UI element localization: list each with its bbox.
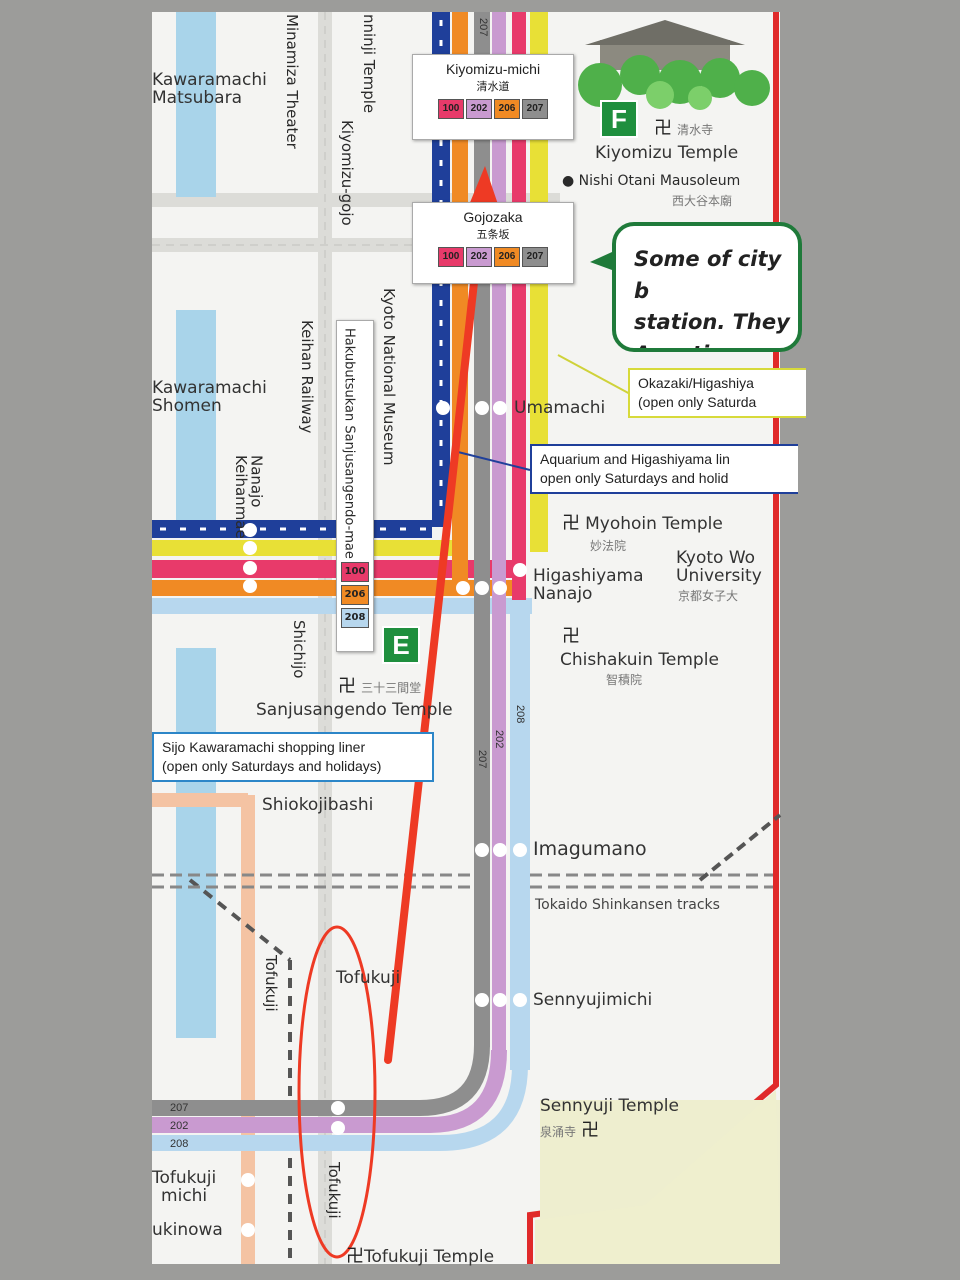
route-label: 208 bbox=[514, 705, 526, 724]
label-kiyomizu-gojo: Kiyomizu-gojo bbox=[337, 120, 356, 226]
route-label: 202 bbox=[493, 730, 505, 749]
poi-nishi-otani-text: Nishi Otani Mausoleum bbox=[578, 173, 741, 189]
speech-bubble: Some of city b station. They Avantimae. bbox=[612, 222, 802, 352]
jr-line bbox=[698, 813, 782, 882]
label-minamiza: Minamiza Theater bbox=[282, 14, 301, 149]
poi-kiyomizu-temple: Kiyomizu Temple bbox=[595, 143, 739, 163]
temple-icon: 卍 bbox=[562, 513, 580, 534]
temple-icon: 卍 bbox=[346, 1246, 364, 1267]
poi-myohoin: 卍 Myohoin Temple bbox=[562, 513, 723, 534]
route-label: 207 bbox=[476, 750, 488, 769]
route-label: 207 bbox=[477, 18, 489, 37]
label-keihan-railway: Keihan Railway bbox=[297, 320, 316, 434]
stop-card-name-jp: 五条坂 bbox=[476, 229, 510, 241]
route-badge: 206 bbox=[494, 99, 520, 119]
poi-kiyomizu-jp: 卍 清水寺 bbox=[654, 118, 714, 139]
poi-chishakuin: Chishakuin Temple bbox=[560, 650, 719, 670]
poi-kyoto-womens: Kyoto Wo University bbox=[676, 548, 762, 586]
route-badge: 208 bbox=[341, 608, 369, 628]
label-tofukuji-vertical: Tofukuji bbox=[324, 1162, 343, 1219]
poi-myohoin-jp: 妙法院 bbox=[590, 539, 627, 553]
temple-icon: 卍 bbox=[338, 676, 356, 697]
poi-tofukuji-temple-text: Tofukuji Temple bbox=[364, 1247, 495, 1267]
poi-chishakuin-jp: 智積院 bbox=[606, 673, 643, 687]
poi-sennyuji-jp-text: 泉涌寺 bbox=[540, 1125, 577, 1139]
route-badge: 100 bbox=[341, 562, 369, 582]
route-label: 207 bbox=[170, 1102, 189, 1114]
label-shichijo: Shichijo bbox=[289, 620, 308, 679]
ward-boundary bbox=[152, 12, 430, 1264]
temple-icon: 卍 bbox=[654, 118, 672, 139]
poi-nishi-otani: ● Nishi Otani Mausoleum bbox=[562, 173, 741, 189]
label-tofukuji-rail: Tofukuji bbox=[261, 955, 280, 1012]
station-kinowa: ukinowa bbox=[152, 1220, 223, 1240]
area-sign-f: F bbox=[600, 100, 638, 138]
okazaki-note: Okazaki/Higashiya (open only Saturda bbox=[628, 368, 806, 418]
station-sennyujimichi: Sennyujimichi bbox=[533, 990, 653, 1010]
station-umamachi: Umamachi bbox=[514, 398, 606, 418]
park-fill bbox=[535, 1090, 780, 1264]
stop-card-name: Gojozaka bbox=[463, 209, 523, 225]
label-keihan-nanajo: Nanajo Keihanmae bbox=[231, 455, 266, 539]
speech-line: station. They bbox=[634, 310, 790, 334]
highlight-ellipse bbox=[297, 925, 377, 1259]
hakubutsukan-label: Hakubutsukan Sanjusangendo-mae bbox=[341, 328, 357, 559]
poi-kyoto-womens-jp: 京都女子大 bbox=[678, 589, 739, 603]
area-sign-e: E bbox=[382, 626, 420, 664]
label-kenninji: nninji Temple bbox=[359, 14, 378, 114]
temple-icon: 卍 bbox=[581, 1120, 600, 1141]
shopping-liner-note: Sijo Kawaramachi shopping liner (open on… bbox=[152, 732, 434, 782]
vertical-route-badges: 100 206 208 bbox=[341, 562, 369, 628]
poi-nishi-otani-jp: 西大谷本廟 bbox=[672, 194, 733, 208]
speech-line: Avantimae. bbox=[634, 339, 798, 349]
station-kawaramachi-shomen: Kawaramachi Shomen bbox=[152, 378, 267, 416]
shinkansen-tracks bbox=[152, 873, 780, 889]
route-badge: 202 bbox=[466, 247, 492, 267]
route-badges: 100 202 206 207 bbox=[413, 99, 573, 119]
route-badge: 202 bbox=[466, 99, 492, 119]
temple-icon: 卍 bbox=[562, 626, 580, 647]
poi-sennyuji: Sennyuji Temple bbox=[540, 1096, 679, 1116]
route-label: 202 bbox=[170, 1120, 189, 1132]
station-higashiyama-nanajo: Higashiyama Nanajo bbox=[533, 566, 644, 604]
route-badge: 207 bbox=[522, 247, 548, 267]
label-kyoto-national-museum: Kyoto National Museum bbox=[379, 288, 398, 466]
note-pointers bbox=[457, 354, 633, 471]
route-badge: 206 bbox=[494, 247, 520, 267]
station-imagumano: Imagumano bbox=[533, 838, 647, 860]
bus-stop-dots bbox=[241, 401, 527, 1237]
stop-card-name-jp: 清水道 bbox=[476, 81, 510, 93]
station-kawaramachi-matsubara: Kawaramachi Matsubara bbox=[152, 70, 267, 108]
route-badge: 206 bbox=[341, 585, 369, 605]
poi-sanjusangendo-jp-text: 三十三間堂 bbox=[361, 681, 422, 695]
route-badges: 100 202 206 207 bbox=[413, 247, 573, 267]
speech-line: Some of city b bbox=[634, 247, 782, 303]
poi-myohoin-text: Myohoin Temple bbox=[585, 514, 723, 534]
stop-card-kiyomizu-michi: Kiyomizu-michi 清水道 100 202 206 207 bbox=[412, 54, 574, 140]
poi-sanjusangendo: Sanjusangendo Temple bbox=[256, 700, 453, 720]
poi-sennyuji-jp: 泉涌寺 卍 bbox=[540, 1120, 600, 1141]
aquarium-note: Aquarium and Higashiyama lin open only S… bbox=[530, 444, 798, 494]
route-label: 208 bbox=[170, 1138, 189, 1150]
label-shinkansen: Tokaido Shinkansen tracks bbox=[535, 897, 720, 913]
stop-card-name: Kiyomizu-michi bbox=[445, 61, 541, 77]
route-badge: 100 bbox=[438, 247, 464, 267]
route-badge: 207 bbox=[522, 99, 548, 119]
stop-card-gojozaka: Gojozaka 五条坂 100 202 206 207 bbox=[412, 202, 574, 284]
poi-sanjusangendo-jp: 卍 三十三間堂 bbox=[338, 676, 422, 697]
kiyomizu-temple-illustration bbox=[578, 20, 770, 110]
station-tofukuji-michi: Tofukuji michi bbox=[152, 1168, 217, 1206]
kamo-river bbox=[176, 12, 216, 1038]
station-shiokojibashi: Shiokojibashi bbox=[262, 795, 374, 815]
station-tofukuji-bus: Tofukuji bbox=[336, 968, 401, 988]
poi-kiyomizu-jp-text: 清水寺 bbox=[677, 123, 714, 137]
speech-tail bbox=[590, 252, 612, 270]
poi-tofukuji-temple: 卍Tofukuji Temple bbox=[346, 1246, 495, 1267]
tofukuji-curve bbox=[152, 1040, 528, 1151]
route-badge: 100 bbox=[438, 99, 464, 119]
